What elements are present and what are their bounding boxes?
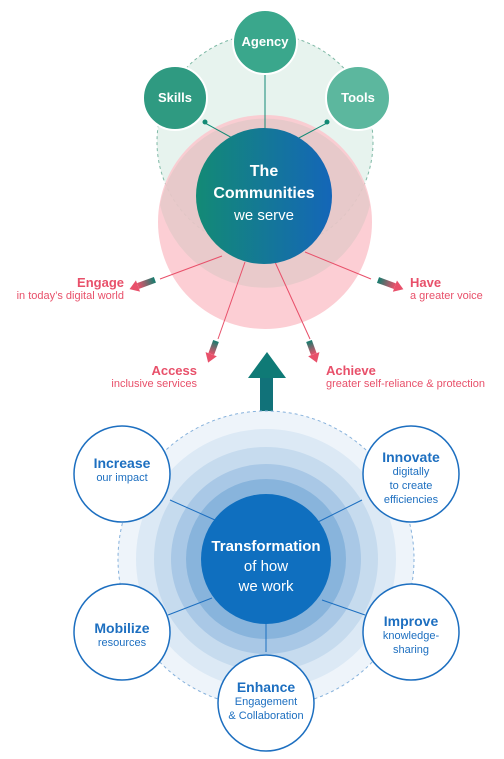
innovate-node	[362, 425, 460, 523]
enhance-title: Enhance	[236, 679, 296, 695]
access-outcome: Access inclusive services	[90, 363, 197, 390]
communities-title: The Communities we serve	[200, 161, 328, 227]
connector-increase	[169, 499, 216, 521]
connector-innovate	[317, 499, 363, 523]
transformation-core	[201, 494, 331, 624]
connector-dot-skills	[202, 119, 208, 125]
enhance-text: Enhance Engagement & Collaboration	[212, 679, 320, 723]
arrow-have	[376, 277, 404, 292]
achieve-outcome: Achieve greater self-reliance & protecti…	[326, 363, 504, 390]
innovate-title: Innovate	[382, 449, 440, 465]
connector-tools	[294, 122, 328, 141]
achieve-subtitle: greater self-reliance & protection	[326, 378, 485, 390]
engage-title: Engage	[77, 275, 124, 290]
have-title: Have	[410, 275, 442, 290]
increase-text: Increase our impact	[74, 455, 170, 485]
enhance-node	[217, 654, 315, 752]
transformation-title: Transformation of how we work	[200, 537, 332, 597]
communities-line3: we serve	[233, 207, 295, 224]
spoke-have	[304, 251, 372, 280]
tools-label: Tools	[341, 90, 375, 105]
communities-core	[196, 128, 332, 264]
spoke-achieve	[274, 261, 311, 340]
increase-subtitle: our impact	[96, 472, 148, 484]
skills-node	[142, 65, 208, 131]
connector-dot-tools	[324, 119, 330, 125]
mobilize-title: Mobilize	[94, 620, 150, 636]
access-subtitle: inclusive services	[111, 378, 197, 390]
achieve-title: Achieve	[326, 363, 376, 378]
innovate-text: Innovate digitally to create efficiencie…	[363, 449, 459, 507]
improve-text: Improve knowledge- sharing	[363, 613, 459, 657]
transformation-line3: we work	[238, 578, 294, 595]
skills-label: Skills	[158, 90, 192, 105]
arrow-access	[205, 339, 219, 363]
enhance-subtitle-2: & Collaboration	[228, 710, 304, 722]
enhance-subtitle-1: Engagement	[234, 696, 298, 708]
engage-subtitle: in today’s digital world	[16, 290, 124, 302]
mobilize-node	[73, 583, 171, 681]
connector-improve	[321, 599, 366, 616]
arrow-achieve	[306, 339, 320, 363]
increase-title: Increase	[93, 455, 151, 471]
spoke-access	[217, 261, 246, 340]
communities-line2: Communities	[213, 185, 315, 202]
access-title: Access	[151, 363, 197, 378]
innovate-subtitle-3: efficiencies	[383, 494, 439, 506]
increase-node	[73, 425, 171, 523]
arrow-engage	[129, 277, 156, 292]
transformation-line2: of how	[243, 558, 289, 575]
mobilize-subtitle: resources	[97, 637, 147, 649]
innovate-subtitle-1: digitally	[392, 466, 430, 478]
have-outcome: Have a greater voice	[410, 275, 504, 302]
improve-subtitle-1: knowledge-	[382, 630, 440, 642]
communities-line1: The	[249, 163, 279, 180]
agency-node	[232, 9, 298, 75]
have-subtitle: a greater voice	[410, 290, 483, 302]
connector-mobilize	[167, 597, 213, 616]
improve-subtitle-2: sharing	[392, 644, 430, 656]
mobilize-text: Mobilize resources	[74, 620, 170, 650]
improve-node	[362, 583, 460, 681]
spoke-engage	[159, 255, 223, 280]
transformation-line1: Transformation	[211, 538, 321, 555]
improve-title: Improve	[383, 613, 439, 629]
engage-outcome: Engage in today’s digital world	[0, 275, 124, 302]
agency-label: Agency	[241, 34, 289, 49]
tools-node	[325, 65, 391, 131]
innovate-subtitle-2: to create	[389, 480, 433, 492]
